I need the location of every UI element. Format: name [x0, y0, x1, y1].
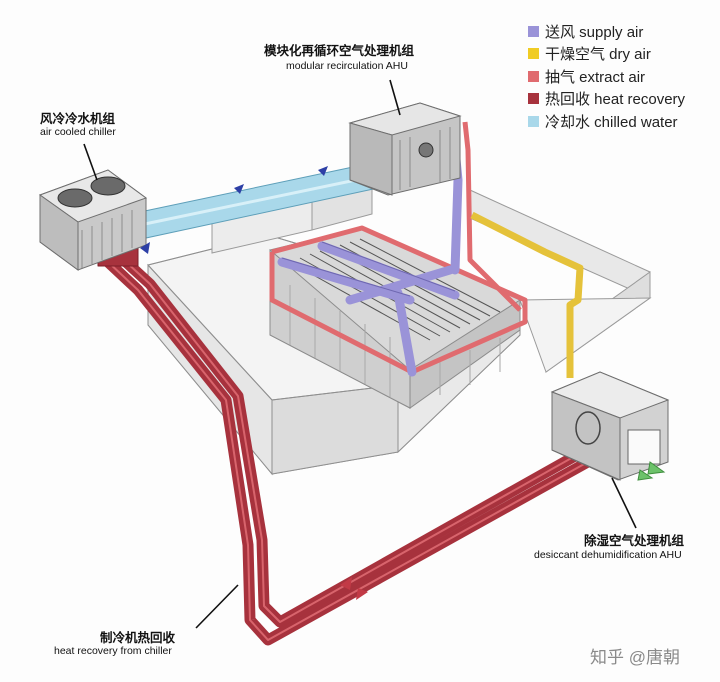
chilled-water-arrows [140, 166, 328, 254]
extract-air-swatch [528, 70, 539, 82]
modular-recirculation-ahu [348, 102, 462, 196]
air-cooled-chiller [38, 169, 148, 271]
dry-air-swatch [528, 48, 539, 60]
legend: 送风 supply air 干燥空气 dry air 抽气 extract ai… [528, 20, 685, 133]
chiller-label-zh: 风冷冷水机组 [40, 112, 116, 126]
chiller-label-en: air cooled chiller [40, 126, 116, 138]
legend-label: 干燥空气 dry air [545, 46, 651, 64]
supply-air-duct-edges [281, 241, 456, 297]
legend-item-supply-air: 送风 supply air [528, 20, 685, 43]
recirc-ahu-label-zh: 模块化再循环空气处理机组 [264, 44, 415, 58]
dry-air-duct [470, 211, 584, 378]
leader-lines [83, 79, 637, 629]
supply-air-swatch [528, 25, 539, 37]
legend-label: 冷却水 chilled water [545, 113, 678, 131]
recirc-ahu-label-en: modular recirculation AHU [286, 60, 408, 72]
desiccant-dehumidification-ahu [550, 371, 670, 481]
legend-label: 送风 supply air [545, 23, 644, 41]
heat-recovery-label-zh: 制冷机热回收 [100, 631, 176, 645]
desiccant-ahu-label-en: desiccant dehumidification AHU [534, 549, 682, 561]
supply-air-ducts [277, 113, 463, 377]
heat-recovery-swatch [528, 93, 539, 105]
legend-label: 热回收 heat recovery [545, 91, 686, 109]
heat-recovery-pipes [97, 247, 606, 646]
watermark: 知乎 @唐朝 [590, 648, 680, 667]
chilled-water-swatch [528, 115, 539, 127]
legend-label: 抽气 extract air [545, 68, 646, 86]
legend-item-chilled-water: 冷却水 chilled water [528, 110, 685, 133]
legend-item-dry-air: 干燥空气 dry air [528, 43, 685, 66]
desiccant-ahu-label-zh: 除湿空气处理机组 [584, 534, 685, 548]
extract-air-ducts [269, 121, 528, 375]
heat-recovery-label-en: heat recovery from chiller [54, 645, 172, 657]
legend-item-heat-recovery: 热回收 heat recovery [528, 88, 685, 111]
legend-item-extract-air: 抽气 extract air [528, 65, 685, 88]
flow-arrows [340, 577, 368, 600]
